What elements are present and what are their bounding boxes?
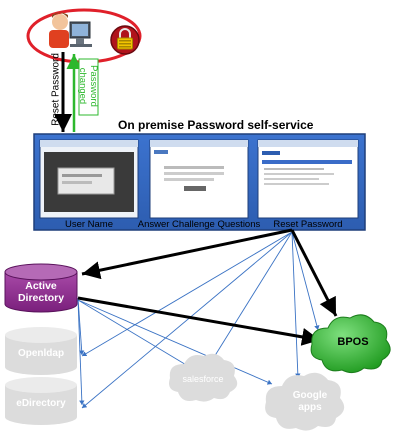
active-directory-label: Active Directory (17, 280, 65, 304)
google-apps-label: Google apps (292, 390, 328, 413)
bpos-label: BPOS (337, 336, 369, 348)
reset-to-ad-arrow (81, 228, 293, 280)
salesforce-label: salesforce (182, 374, 224, 384)
password-changed-text: Password changed (77, 65, 99, 107)
edirectory-label: eDirectory (16, 398, 66, 409)
panel-label-user-name: User Name (64, 219, 114, 230)
panel-reset-password-screenshot (257, 139, 359, 219)
reset-to-bpos-arrow (290, 229, 338, 317)
panel-answer-challenge-screenshot (149, 139, 249, 219)
openldap-label: Openldap (17, 348, 65, 359)
salesforce-cloud (169, 353, 238, 402)
panel-label-reset-password: Reset Password (273, 219, 343, 230)
ad-to-bpos-arrow (77, 296, 321, 346)
user-at-computer-icon (49, 12, 92, 48)
reset-password-text: Reset Password (50, 53, 62, 126)
panel-label-answer-challenge: Answer Challenge Questions (137, 219, 261, 230)
edirectory-cylinder (5, 377, 77, 425)
diagram-title: On premise Password self-service (118, 118, 314, 132)
openldap-cylinder (5, 327, 77, 375)
password-changed-box (78, 58, 99, 116)
connection-lines (77, 231, 320, 409)
bpos-cloud (310, 314, 391, 374)
active-directory-cylinder (4, 263, 78, 313)
panel-user-name-screenshot (39, 139, 139, 219)
user-group (26, 8, 142, 64)
lock-icon (110, 25, 140, 55)
google-apps-cloud (265, 372, 345, 431)
